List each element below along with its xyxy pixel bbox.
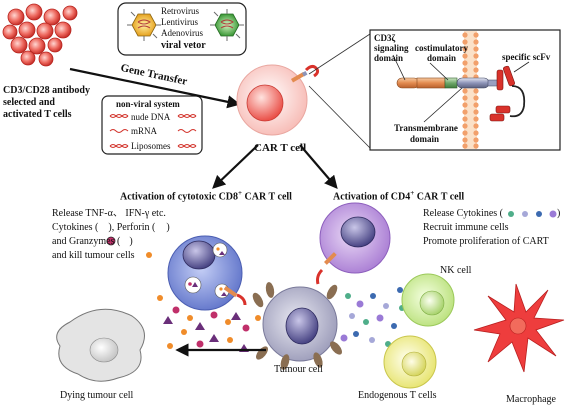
construct-callouts — [392, 54, 530, 123]
viral-item-2: Lentivirus — [161, 17, 198, 27]
dna-icon — [109, 114, 197, 148]
scfv-label: specific scFv — [502, 52, 551, 62]
viral-item-1: Retrovirus — [161, 6, 199, 16]
cd8-text-line3: and Granzymes () — [52, 236, 133, 247]
left-label-line1: CD3/CD28 antibody — [3, 85, 90, 96]
cd4-cytokine-symbols — [508, 210, 557, 218]
car-t-cell — [236, 64, 320, 136]
endogenous-t-cell — [383, 335, 437, 389]
signaling-label-3: domain — [374, 53, 404, 63]
signaling-label-1: CD3ζ — [374, 33, 396, 43]
dying-tumour-cell-label: Dying tumour cell — [60, 390, 134, 401]
effector-molecules — [157, 295, 261, 352]
nonviral-item-3: Liposomes — [131, 141, 171, 151]
macrophage-label: Macrophage — [506, 394, 556, 405]
signaling-label-2: signaling — [374, 43, 409, 53]
cd4-text-line1: Release Cytokines () — [423, 208, 561, 219]
arrow-to-cd8 — [212, 144, 259, 189]
cd4-heading: Activation of CD4+ CAR T cell — [333, 189, 465, 203]
endogenous-t-cells-label: Endogenous T cells — [358, 390, 437, 401]
cd8-text-line4: and kill tumour cells — [52, 250, 135, 261]
viral-box-label: viral vetor — [161, 40, 206, 51]
dying-tumour-cell — [56, 308, 145, 382]
left-label-line3: activated T cells — [3, 109, 72, 120]
granzyme-symbol-icon — [146, 252, 152, 258]
viral-item-3: Adenovirus — [161, 28, 203, 38]
transmembrane-label-2: domain — [410, 134, 440, 144]
arrow-to-cd4 — [299, 144, 338, 190]
non-viral-box — [101, 95, 203, 155]
cd8-text-line2: Cytokines (), Perforin () — [52, 222, 170, 233]
nk-cell-label: NK cell — [440, 265, 472, 276]
car-construct — [396, 65, 526, 122]
car-t-cell-label: CAR T cell — [254, 142, 307, 154]
nonviral-title: non-viral system — [116, 99, 180, 109]
left-label-line2: selected and — [3, 97, 55, 108]
nonviral-item-2: mRNA — [131, 126, 158, 136]
cd8-car-t-cell — [167, 235, 247, 311]
cd4-text-line3: Promote proliferation of CART — [423, 236, 549, 247]
orange-virus-icon — [127, 9, 161, 41]
tumour-cell — [252, 282, 342, 370]
cd8-heading: Activation of cytotoxic CD8+ CAR T cell — [120, 189, 292, 203]
transmembrane-label-1: Transmembrane — [394, 123, 458, 133]
cd4-text-line2: Recruit immune cells — [423, 222, 509, 233]
cytokine-dots — [340, 287, 405, 347]
tumour-cell-label: Tumour cell — [274, 364, 323, 375]
costim-label-2: domain — [427, 53, 457, 63]
gene-transfer-arrow — [69, 67, 241, 109]
cd8-text-line1: Release TNF-α、 IFN-γ etc. — [52, 208, 166, 219]
macrophage — [473, 283, 565, 373]
nonviral-item-1: nude DNA — [131, 112, 171, 122]
cd4-car-t-cell — [316, 202, 391, 285]
cytokine-symbol-icon — [106, 236, 116, 246]
green-virus-icon — [210, 9, 244, 41]
costim-label-1: costimulatory — [415, 43, 468, 53]
nk-cell — [401, 273, 455, 327]
activated-t-cells-cluster — [2, 3, 78, 67]
